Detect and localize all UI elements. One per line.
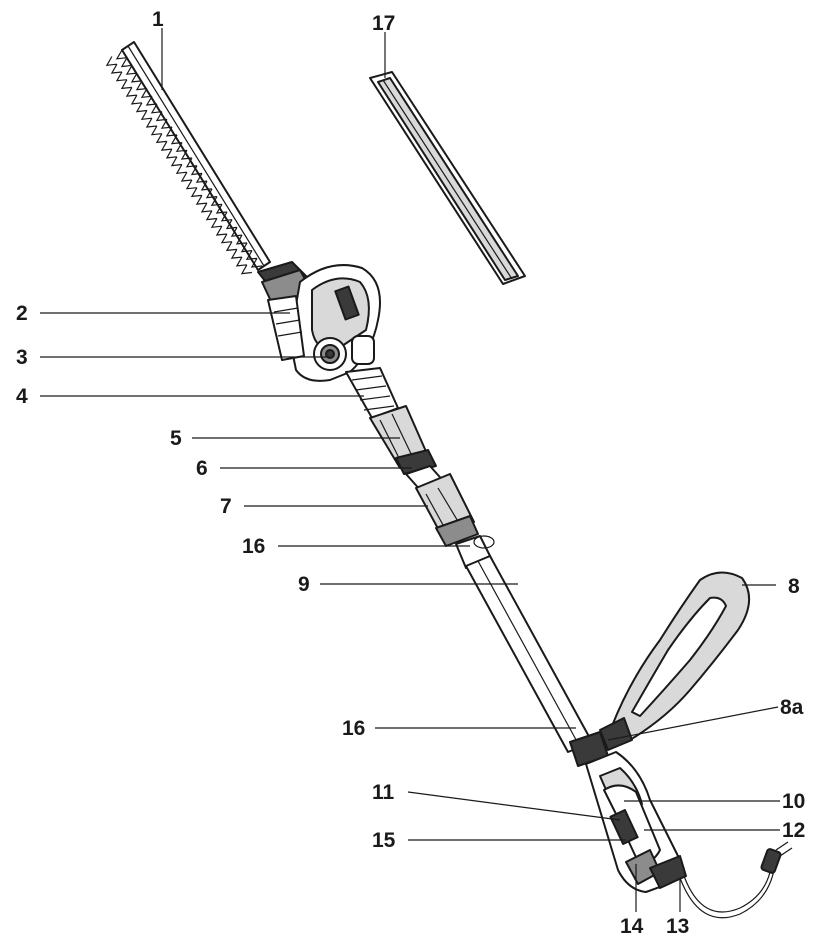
shoulder-strap: [599, 571, 750, 751]
cutting-blade: [105, 41, 271, 275]
rear-handle: [585, 751, 687, 893]
callout-8a: 8a: [780, 696, 804, 719]
callout-12: 12: [782, 819, 805, 842]
callout-15: 15: [372, 829, 396, 852]
callout-10: 10: [782, 790, 805, 813]
telescopic-shaft: [465, 555, 593, 753]
callout-4: 4: [16, 385, 28, 408]
callout-9: 9: [298, 573, 310, 596]
callout-2: 2: [16, 302, 28, 325]
lower-coupling: [415, 473, 479, 547]
callout-8: 8: [788, 575, 800, 598]
leader-lines: [40, 28, 780, 912]
callout-labels: 1 2 3 4 5 6 7 16 9 16 11 15 17 8 8a 10 1…: [16, 8, 805, 938]
callout-6: 6: [196, 457, 208, 480]
callout-16-upper: 16: [242, 535, 265, 558]
power-cable: [679, 841, 793, 919]
callout-14: 14: [620, 915, 644, 938]
callout-3: 3: [16, 346, 28, 369]
callout-5: 5: [170, 427, 182, 450]
callout-7: 7: [220, 495, 232, 518]
callout-11: 11: [372, 781, 395, 804]
callout-17: 17: [372, 12, 395, 35]
motor-housing: [257, 261, 381, 382]
blade-cover: [369, 71, 526, 285]
callout-13: 13: [666, 915, 689, 938]
upper-coupling: [369, 405, 437, 475]
callout-16-lower: 16: [342, 717, 365, 740]
callout-1: 1: [152, 8, 164, 31]
